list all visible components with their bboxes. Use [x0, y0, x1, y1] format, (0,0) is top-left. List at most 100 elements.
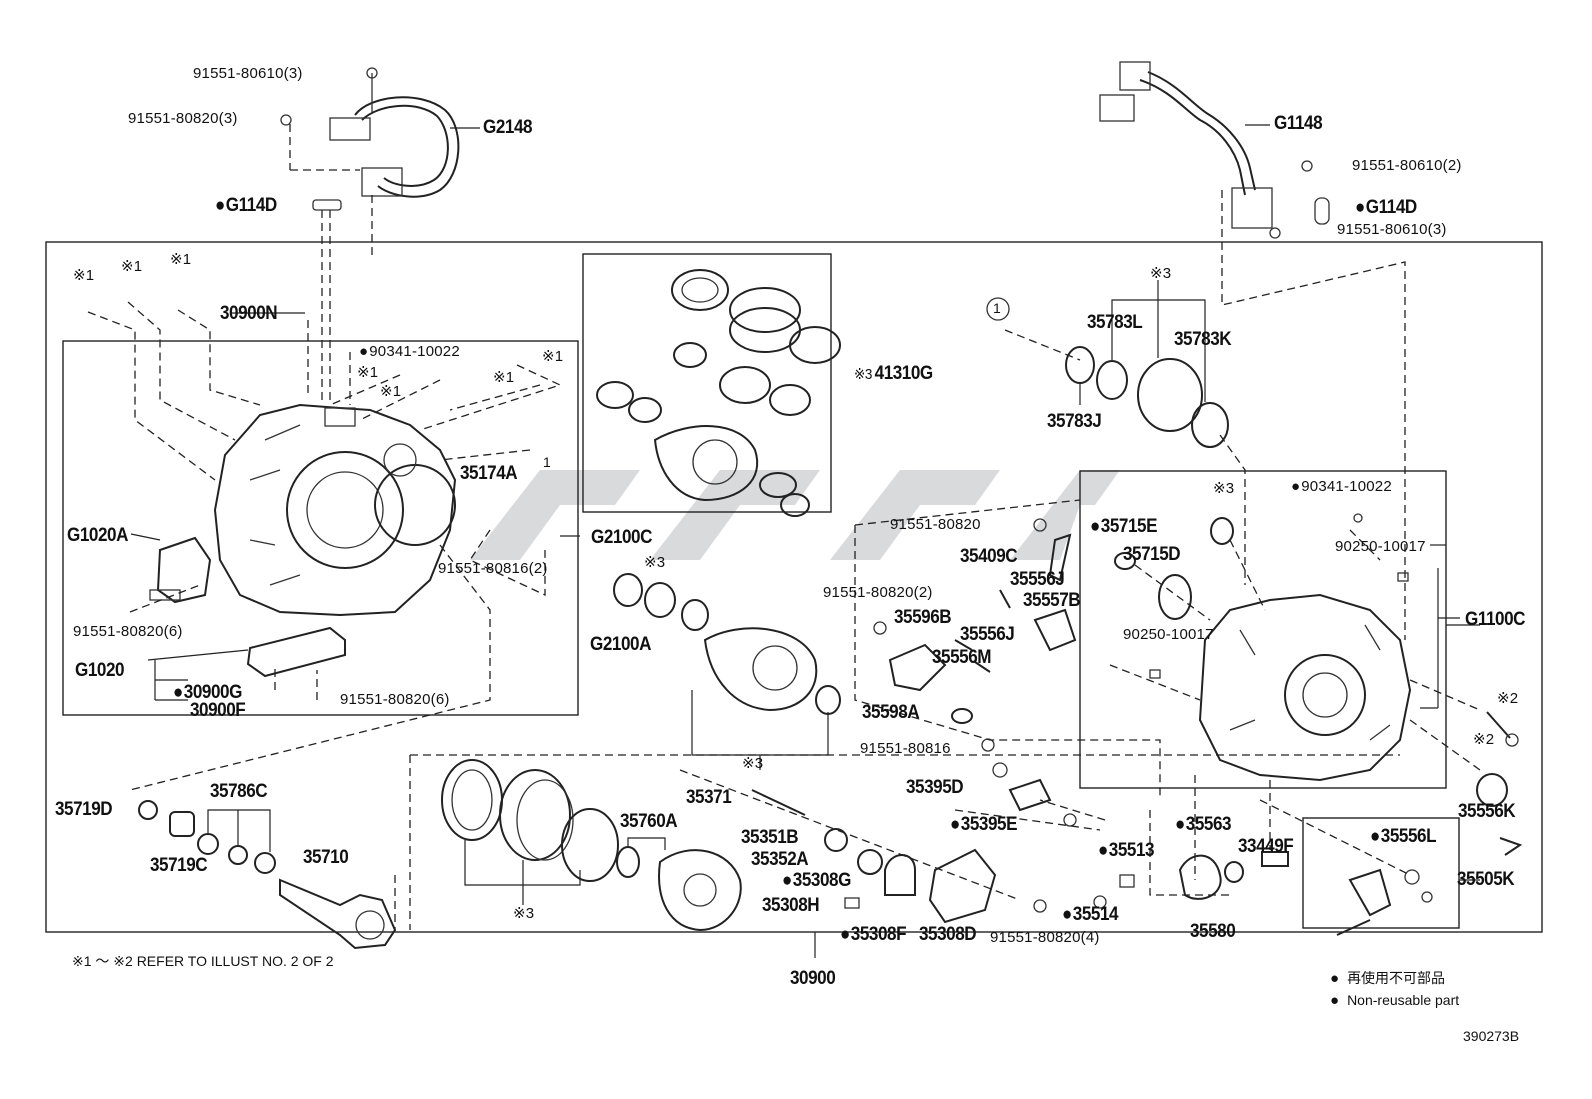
- label-30900G: 30900G: [173, 683, 243, 702]
- label-35783J: 35783J: [1047, 411, 1102, 432]
- label-35719D: 35719D: [55, 799, 113, 820]
- label-35351B: 35351B: [741, 827, 799, 848]
- assembly-30900-frame: [45, 241, 1543, 933]
- label-35556M: 35556M: [932, 647, 992, 668]
- kit-41310G-parts: [596, 269, 841, 517]
- mark-3-c: ※3: [742, 755, 764, 772]
- label-35715E: 35715E: [1090, 517, 1158, 536]
- harness-G2148: [280, 67, 480, 405]
- legend-text-en: Non-reusable part: [1347, 992, 1460, 1008]
- label-90250-10017-top: 90250-10017: [1335, 538, 1426, 555]
- label-35596B: 35596B: [894, 607, 952, 628]
- label-35513: 35513: [1098, 841, 1155, 860]
- leader-lines: [130, 312, 1460, 958]
- label-35760A: 35760A: [620, 811, 678, 832]
- mark-3-f: ※3: [513, 905, 535, 922]
- label-91551-80610-3-right: 91551-80610(3): [1337, 221, 1447, 238]
- case-subassembly-box: [62, 340, 579, 716]
- label-G1100C: G1100C: [1465, 609, 1526, 630]
- mark-2-a: ※2: [1497, 690, 1519, 707]
- label-35174A: 35174A: [460, 463, 518, 484]
- transaxle-housing-G1100C: [1114, 513, 1480, 782]
- label-35308G: 35308G: [782, 871, 852, 890]
- mark-3-d: ※3: [1150, 265, 1172, 282]
- plate-G1020A: [156, 536, 212, 604]
- mark-3-41310G: ※3: [854, 366, 872, 383]
- bearing-35783-group: [986, 280, 1229, 448]
- label-33449F: 33449F: [1238, 836, 1294, 857]
- kit-35505K-box: [1302, 817, 1460, 929]
- label-35598A: 35598A: [862, 702, 920, 723]
- label-35719C: 35719C: [150, 855, 208, 876]
- housing-G1100C-box: [1079, 470, 1447, 789]
- mark-3-b: ※3: [644, 554, 666, 571]
- label-35395D: 35395D: [906, 777, 964, 798]
- label-G1148: G1148: [1274, 113, 1323, 134]
- plate-G1020: [246, 626, 346, 678]
- label-35308F: 35308F: [840, 925, 907, 944]
- label-35395E: 35395E: [950, 815, 1018, 834]
- footnote-refer: ※1 ～ ※2 REFER TO ILLUST NO. 2 OF 2: [72, 953, 334, 969]
- label-35715D: 35715D: [1123, 544, 1181, 565]
- label-30900F: 30900F: [190, 700, 246, 721]
- label-91551-80820-6-left: 91551-80820(6): [73, 623, 183, 640]
- circle-mark-1-left: 1: [543, 454, 551, 470]
- label-35409C: 35409C: [960, 546, 1018, 567]
- mark-1-g: ※1: [380, 383, 402, 400]
- label-90341-10022-left: 90341-10022: [359, 344, 460, 359]
- kit-41310G-box: [582, 253, 832, 513]
- label-35556K: 35556K: [1458, 801, 1516, 822]
- harness-G1148: [1099, 61, 1406, 640]
- label-35505K: 35505K: [1457, 869, 1515, 890]
- label-35786C: 35786C: [210, 781, 268, 802]
- label-91551-80610-3-top: 91551-80610(3): [193, 65, 303, 82]
- legend-en: ● Non-reusable part: [1330, 992, 1459, 1009]
- label-35557B: 35557B: [1023, 590, 1081, 611]
- mark-1-b: ※1: [121, 258, 143, 275]
- label-35710: 35710: [303, 847, 349, 868]
- label-41310G-text: 41310G: [874, 363, 934, 384]
- label-35563: 35563: [1175, 815, 1232, 834]
- legend-jp: ● 再使用不可部品: [1330, 968, 1445, 988]
- label-91551-80820-3: 91551-80820(3): [128, 110, 238, 127]
- label-90341-10022-right: 90341-10022: [1291, 479, 1392, 494]
- label-G2100C: G2100C: [591, 527, 653, 548]
- plate-G1020A-shaft: [149, 589, 181, 601]
- label-G114D-right: G114D: [1355, 198, 1417, 217]
- counter-gear-parts: [138, 800, 397, 950]
- right-side-parts: [1093, 711, 1523, 936]
- label-30900: 30900: [790, 968, 836, 989]
- label-91551-80820-2: 91551-80820(2): [823, 584, 933, 601]
- mark-1-e: ※1: [357, 364, 379, 381]
- illustration-code: 390273B: [1463, 1028, 1520, 1044]
- label-30900N: 30900N: [220, 303, 278, 324]
- label-G2148: G2148: [483, 117, 533, 138]
- label-G1020: G1020: [75, 660, 125, 681]
- legend-text-jp: 再使用不可部品: [1347, 970, 1446, 986]
- label-35308D: 35308D: [919, 924, 977, 945]
- shift-parts: [751, 738, 1077, 924]
- label-35556J-top: 35556J: [1010, 569, 1065, 590]
- circle-mark-1-right: 1: [993, 300, 1001, 316]
- mark-1-f: ※1: [493, 369, 515, 386]
- watermark-logo: [470, 470, 1120, 560]
- label-G2100A: G2100A: [590, 634, 652, 655]
- label-G1020A: G1020A: [67, 525, 129, 546]
- legend-dot-jp: ●: [1330, 970, 1340, 987]
- label-35580: 35580: [1190, 921, 1236, 942]
- label-91551-80820-4: 91551-80820(4): [990, 929, 1100, 946]
- lever-parts: [873, 518, 1077, 724]
- label-G114D-left: G114D: [215, 196, 277, 215]
- label-91551-80820: 91551-80820: [890, 516, 981, 533]
- label-91551-80816: 91551-80816: [860, 740, 951, 757]
- dashed-guide-lines: [87, 301, 1481, 930]
- label-35352A: 35352A: [751, 849, 809, 870]
- label-35783K: 35783K: [1174, 329, 1232, 350]
- label-91551-80820-6-right: 91551-80820(6): [340, 691, 450, 708]
- gear-set: [441, 759, 742, 932]
- legend-dot-en: ●: [1330, 992, 1340, 1009]
- label-35556L: 35556L: [1370, 827, 1437, 846]
